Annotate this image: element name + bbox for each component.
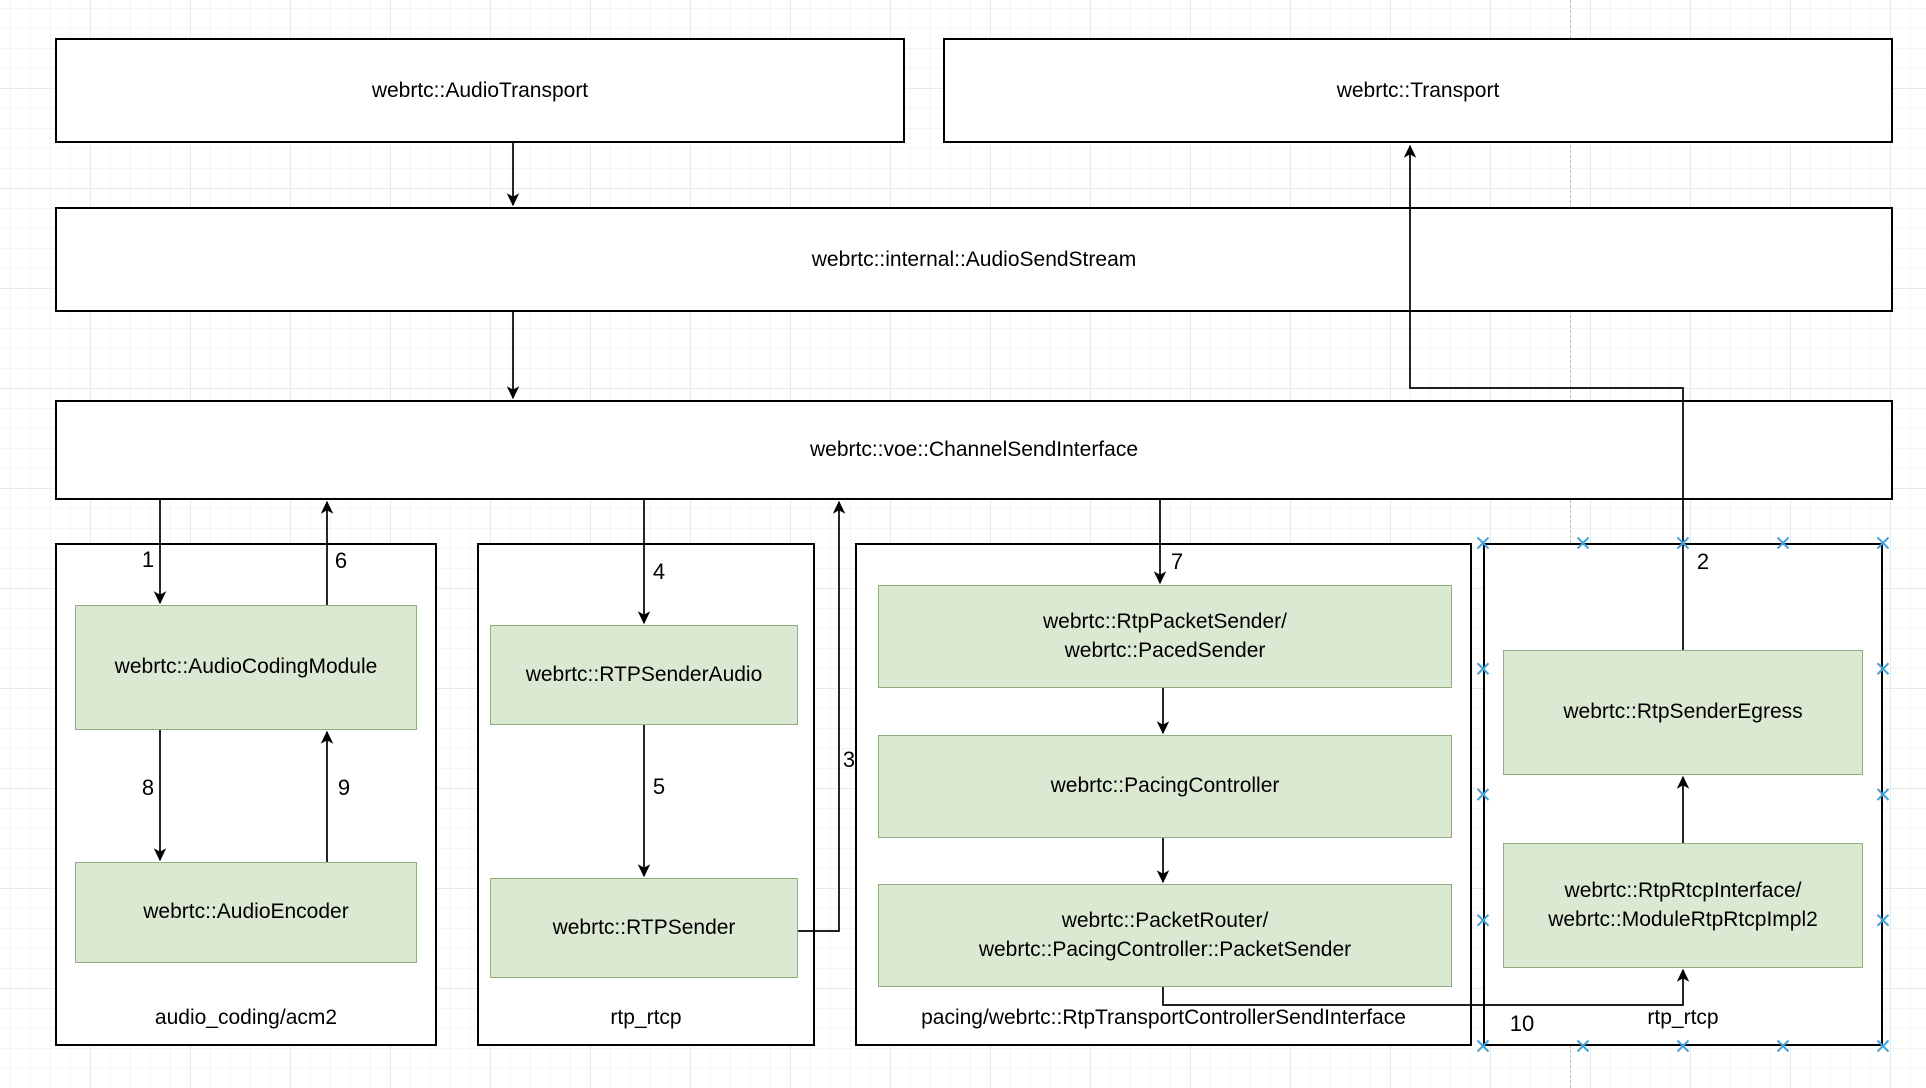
module-label-line: webrtc::PacketRouter/ [1061, 908, 1269, 932]
edge-label-1: 1 [141, 547, 155, 572]
edge-label-2: 2 [1696, 549, 1710, 574]
module-rtp-rtcp-interface[interactable]: webrtc::RtpRtcpInterface/webrtc::ModuleR… [1503, 843, 1863, 968]
module-pacing-controller[interactable]: webrtc::PacingController [878, 735, 1452, 838]
module-rtp-sender-audio[interactable]: webrtc::RTPSenderAudio [490, 625, 798, 725]
container-label: rtp_rtcp [610, 1006, 682, 1029]
module-label-line: webrtc::PacedSender [1064, 638, 1266, 662]
edge-label-10: 10 [1509, 1011, 1535, 1036]
module-label-line: webrtc::RTPSenderAudio [525, 662, 763, 686]
module-rtp-sender-egress[interactable]: webrtc::RtpSenderEgress [1503, 650, 1863, 775]
edge-label-4: 4 [652, 559, 666, 584]
node-label: webrtc::internal::AudioSendStream [811, 247, 1137, 271]
edge-label-3: 3 [842, 747, 856, 772]
node-label: webrtc::voe::ChannelSendInterface [809, 438, 1139, 461]
node-label: webrtc::Transport [1336, 78, 1500, 102]
container-rtp-rtcp-right[interactable]: rtp_rtcp [1483, 543, 1883, 1046]
module-packet-router[interactable]: webrtc::PacketRouter/webrtc::PacingContr… [878, 884, 1452, 987]
edge-label-8: 8 [141, 775, 155, 800]
module-label-line: webrtc::RtpSenderEgress [1563, 700, 1803, 724]
module-label-line: webrtc::ModuleRtpRtcpImpl2 [1548, 907, 1818, 931]
module-label-line: webrtc::RtpPacketSender/ [1043, 609, 1287, 633]
node-audio-transport[interactable]: webrtc::AudioTransport [55, 38, 905, 143]
module-label-line: webrtc::PacingController::PacketSender [978, 937, 1352, 961]
module-audio-encoder[interactable]: webrtc::AudioEncoder [75, 862, 417, 963]
container-label: pacing/webrtc::RtpTransportControllerSen… [921, 1006, 1406, 1029]
module-label-line: webrtc::AudioCodingModule [114, 655, 378, 679]
node-label: webrtc::AudioTransport [371, 78, 589, 102]
edge-label-6: 6 [334, 548, 348, 573]
container-label: rtp_rtcp [1647, 1006, 1719, 1029]
module-rtp-packet-sender[interactable]: webrtc::RtpPacketSender/webrtc::PacedSen… [878, 585, 1452, 688]
container-label: audio_coding/acm2 [154, 1006, 338, 1029]
module-label-line: webrtc::RtpRtcpInterface/ [1564, 878, 1802, 902]
node-channel-send-interface[interactable]: webrtc::voe::ChannelSendInterface [55, 400, 1893, 500]
node-transport[interactable]: webrtc::Transport [943, 38, 1893, 143]
module-label-line: webrtc::PacingController [1050, 774, 1280, 798]
module-rtp-sender[interactable]: webrtc::RTPSender [490, 878, 798, 978]
node-audio-send-stream[interactable]: webrtc::internal::AudioSendStream [55, 207, 1893, 312]
edge-label-5: 5 [652, 774, 666, 799]
edge-label-9: 9 [337, 775, 351, 800]
module-label-line: webrtc::RTPSender [552, 915, 736, 939]
module-audio-coding-module[interactable]: webrtc::AudioCodingModule [75, 605, 417, 730]
edge-label-7: 7 [1170, 549, 1184, 574]
module-label-line: webrtc::AudioEncoder [143, 900, 349, 924]
